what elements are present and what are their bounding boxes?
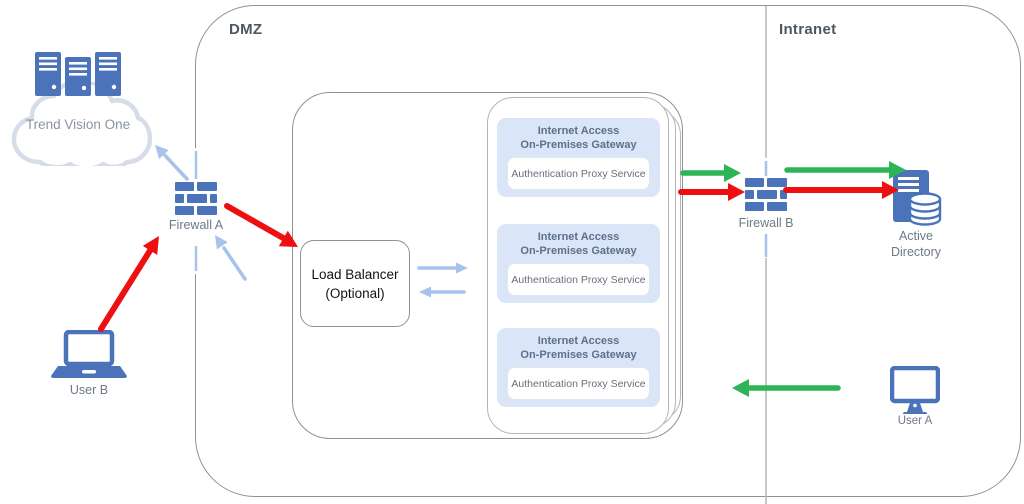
auth-proxy-service: Authentication Proxy Service [507, 367, 650, 400]
gateway-cluster-border [292, 92, 683, 439]
gateway-title: Internet Access On-Premises Gateway [520, 335, 637, 361]
gateway-node-1: Internet Access On-Premises Gateway Auth… [497, 118, 660, 197]
gateway-title: Internet Access On-Premises Gateway [520, 125, 637, 151]
dmz-border-gap [191, 148, 201, 274]
firewall-a-label: Firewall A [168, 218, 224, 232]
dmz-zone-label: DMZ [229, 21, 263, 38]
server-icon [35, 52, 61, 96]
auth-proxy-service: Authentication Proxy Service [507, 157, 650, 190]
laptop-icon [51, 330, 127, 378]
active-directory-label: Active Directory [890, 229, 941, 259]
database-icon [908, 192, 942, 226]
load-balancer-label: Load Balancer (Optional) [311, 266, 399, 301]
firewall-a-icon [175, 182, 217, 215]
server-icon [95, 52, 121, 96]
user-a-label: User A [897, 415, 933, 427]
cloud-icon [11, 82, 152, 166]
gateway-node-3: Internet Access On-Premises Gateway Auth… [497, 328, 660, 407]
firewall-b-icon [745, 178, 787, 211]
arrow-userb-to-firewalla [98, 236, 159, 332]
firewall-b-label: Firewall B [738, 216, 794, 230]
user-b-label: User B [69, 383, 109, 397]
arrow-firewalla-to-cloud [155, 145, 189, 181]
trend-vision-one-label: Trend Vision One [25, 117, 131, 132]
gateway-title: Internet Access On-Premises Gateway [520, 231, 637, 257]
auth-proxy-service: Authentication Proxy Service [507, 263, 650, 296]
server-icon [65, 57, 91, 96]
gateway-node-2: Internet Access On-Premises Gateway Auth… [497, 224, 660, 303]
server-stack-icon [35, 52, 121, 96]
load-balancer-node: Load Balancer (Optional) [300, 240, 410, 327]
monitor-icon [890, 366, 940, 414]
intranet-zone-label: Intranet [779, 21, 837, 38]
